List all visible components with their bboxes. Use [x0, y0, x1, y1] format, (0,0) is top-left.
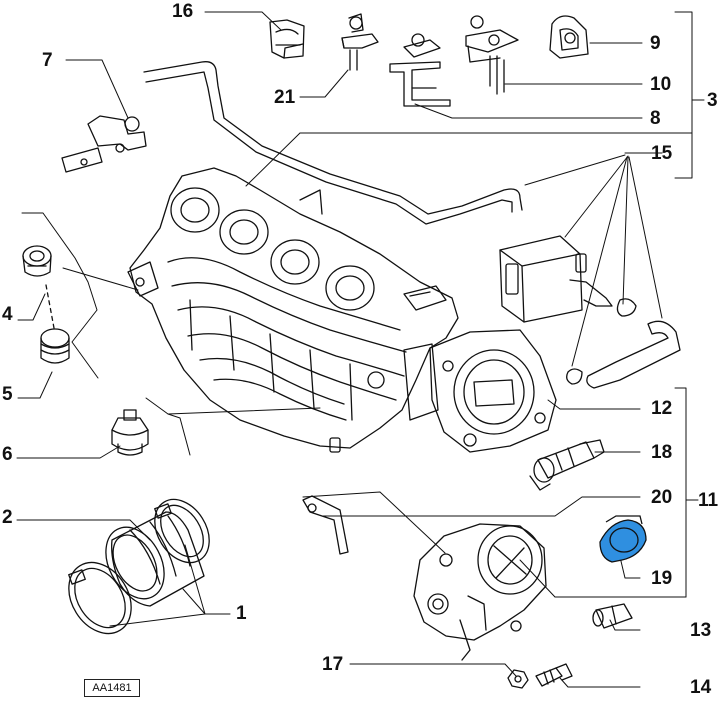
callout-4: 4 — [2, 304, 13, 325]
callout-14: 14 — [690, 677, 712, 698]
callout-9: 9 — [650, 33, 661, 54]
intake-manifold — [127, 167, 459, 453]
callout-16: 16 — [172, 1, 194, 22]
callout-12: 12 — [651, 398, 673, 419]
intake-hose-2 — [105, 511, 205, 607]
callout-17: 17 — [322, 654, 344, 675]
mount-part-6 — [111, 409, 149, 456]
callout-19: 19 — [651, 568, 673, 589]
callout-5: 5 — [2, 384, 13, 405]
fitting-part-13 — [592, 603, 633, 629]
dashed-guide — [45, 284, 55, 329]
callout-20: 20 — [651, 487, 673, 508]
bracket-part-8 — [389, 33, 451, 107]
gasket-part-19-highlight — [599, 515, 647, 563]
hose-clip-1a — [68, 561, 132, 635]
clip-part-9 — [549, 15, 589, 59]
callout-7: 7 — [42, 50, 53, 71]
plug-part-4 — [22, 245, 52, 277]
hose-clip-1b — [154, 498, 210, 564]
bush-part-5 — [40, 328, 70, 364]
manifold-flange — [403, 329, 557, 453]
sensor-part-18 — [529, 439, 605, 491]
leader-lines — [16, 11, 705, 688]
callout-13: 13 — [690, 620, 712, 641]
callout-6: 6 — [2, 444, 13, 465]
reference-code-box: AA1481 — [84, 679, 140, 697]
throttle-body-11 — [413, 523, 547, 661]
bracket-part-20 — [302, 495, 349, 555]
callout-21: 21 — [274, 87, 296, 108]
bracket-part-7 — [61, 115, 147, 173]
solenoid-valve-15 — [499, 235, 681, 389]
callout-8: 8 — [650, 108, 661, 129]
callout-3: 3 — [707, 90, 718, 111]
callout-15: 15 — [651, 143, 673, 164]
callout-2: 2 — [2, 507, 13, 528]
clip-part-16 — [269, 19, 305, 59]
clip-part-10 — [465, 15, 519, 95]
vacuum-pipe — [143, 61, 523, 225]
stud-part-14 — [535, 663, 573, 687]
callout-1: 1 — [236, 603, 247, 624]
clip-part-21 — [341, 13, 379, 71]
callout-18: 18 — [651, 442, 673, 463]
nut-part-17 — [507, 669, 529, 689]
callout-10: 10 — [650, 74, 672, 95]
callout-11: 11 — [698, 490, 719, 511]
